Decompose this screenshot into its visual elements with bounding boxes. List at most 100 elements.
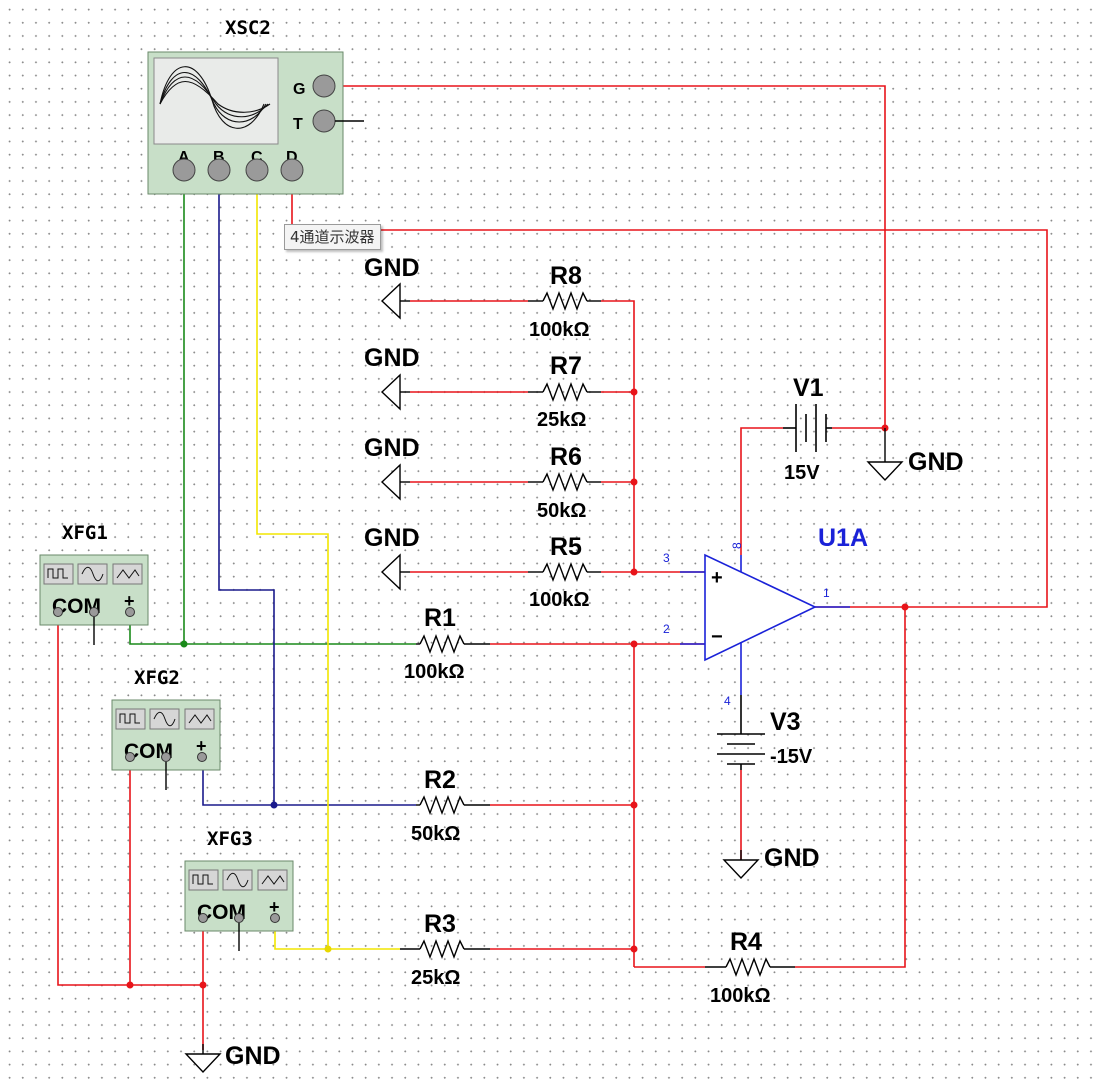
resistor-r7[interactable] — [528, 382, 601, 402]
terminal-t-label: T — [293, 116, 303, 133]
resistor-r4[interactable] — [705, 957, 795, 977]
com-label: COM — [52, 595, 101, 618]
terminal-com[interactable] — [234, 913, 244, 923]
junction — [270, 801, 278, 809]
terminal-minus[interactable] — [53, 607, 63, 617]
generator-name: XFG3 — [207, 828, 253, 850]
wire-channel-b — [202, 172, 416, 806]
triangle-wave-icon — [257, 869, 288, 891]
resistor-r6[interactable] — [528, 472, 601, 492]
v1-value: 15V — [784, 462, 820, 484]
wire-r8 — [410, 300, 635, 392]
pin-4-label: 4 — [724, 694, 731, 708]
junction — [180, 640, 188, 648]
v1-name: V1 — [793, 374, 824, 402]
generator-name: XFG1 — [62, 522, 108, 544]
junction — [630, 801, 638, 809]
r7-name: R7 — [550, 352, 582, 380]
opamp-body — [704, 553, 817, 662]
r6-value: 50kΩ — [537, 500, 586, 522]
plus-label: + — [124, 591, 135, 611]
ground-label: GND — [908, 448, 964, 476]
oscilloscope-xsc2[interactable]: XSC2 G T A B C D — [147, 17, 364, 195]
terminal-t[interactable] — [312, 109, 336, 133]
square-wave-icon — [115, 708, 146, 730]
wire-scope-g-to-gnd — [324, 85, 886, 428]
square-wave-icon — [43, 563, 74, 585]
ground-r5: GND — [364, 524, 420, 590]
plus-label: + — [196, 736, 207, 756]
pin-3-label: 3 — [663, 551, 670, 565]
function-generator-xfg1[interactable]: XFG1 COM + — [39, 522, 149, 645]
r2-name: R2 — [424, 766, 456, 794]
ground-v1: GND — [867, 448, 964, 481]
r3-value: 25kΩ — [411, 967, 460, 989]
voltage-source-v1[interactable] — [783, 404, 832, 452]
r5-name: R5 — [550, 533, 582, 561]
triangle-wave-icon — [112, 563, 143, 585]
r3-name: R3 — [424, 910, 456, 938]
v3-name: V3 — [770, 708, 801, 736]
channel-d-label: D — [286, 149, 298, 166]
terminal-minus[interactable] — [198, 913, 208, 923]
resistor-r2[interactable] — [416, 795, 490, 815]
r7-value: 25kΩ — [537, 409, 586, 431]
resistor-r3[interactable] — [400, 939, 490, 959]
junction — [630, 388, 638, 396]
square-wave-icon — [188, 869, 219, 891]
com-label: COM — [124, 740, 173, 763]
channel-a-terminal[interactable] — [172, 158, 196, 182]
oscilloscope-name: XSC2 — [225, 17, 271, 39]
r5-value: 100kΩ — [529, 589, 590, 611]
resistor-r1[interactable] — [416, 634, 490, 654]
channel-c-terminal[interactable] — [245, 158, 269, 182]
v3-value: -15V — [770, 746, 813, 768]
terminal-plus[interactable] — [270, 913, 280, 923]
generator-name: XFG2 — [134, 667, 180, 689]
channel-b-label: B — [213, 149, 225, 166]
ground-label: GND — [364, 524, 420, 552]
sine-wave-icon — [222, 869, 253, 891]
ground-label: GND — [364, 254, 420, 282]
com-label: COM — [197, 901, 246, 924]
ground-label: GND — [364, 344, 420, 372]
opamp-minus-sign: − — [711, 626, 723, 648]
ground-r6: GND — [364, 434, 420, 500]
terminal-g[interactable] — [312, 74, 336, 98]
waveform-icon — [159, 66, 271, 129]
terminal-minus[interactable] — [125, 752, 135, 762]
plus-label: + — [269, 897, 280, 917]
function-generator-xfg3[interactable]: XFG3 COM + — [184, 828, 294, 951]
wire-channel-c — [256, 172, 400, 950]
triangle-wave-icon — [184, 708, 215, 730]
resistor-r8[interactable] — [528, 291, 601, 311]
terminal-com[interactable] — [161, 752, 171, 762]
ground-generators: GND — [185, 1042, 281, 1073]
r6-name: R6 — [550, 443, 582, 471]
ground-r8: GND — [364, 254, 420, 319]
terminal-com[interactable] — [89, 607, 99, 617]
ground-r7: GND — [364, 344, 420, 410]
sine-wave-icon — [77, 563, 108, 585]
terminal-plus[interactable] — [197, 752, 207, 762]
channel-b-terminal[interactable] — [207, 158, 231, 182]
ground-v3: GND — [723, 844, 820, 879]
channel-d-terminal[interactable] — [280, 158, 304, 182]
r4-name: R4 — [730, 928, 762, 956]
ground-label: GND — [225, 1042, 281, 1070]
wires — [57, 85, 1048, 1050]
r8-name: R8 — [550, 262, 582, 290]
ground-label: GND — [364, 434, 420, 462]
junction — [630, 478, 638, 486]
junctions — [126, 388, 909, 989]
terminal-plus[interactable] — [125, 607, 135, 617]
junction — [126, 981, 134, 989]
r2-value: 50kΩ — [411, 823, 460, 845]
function-generator-xfg2[interactable]: XFG2 COM + — [111, 667, 221, 790]
voltage-source-v3[interactable] — [717, 695, 765, 770]
opamp-name: U1A — [818, 524, 868, 552]
junction — [630, 568, 638, 576]
resistor-r5[interactable] — [528, 562, 601, 582]
opamp-u1a[interactable]: + − 3 2 1 8 4 U1A — [663, 524, 868, 708]
r1-value: 100kΩ — [404, 661, 465, 683]
